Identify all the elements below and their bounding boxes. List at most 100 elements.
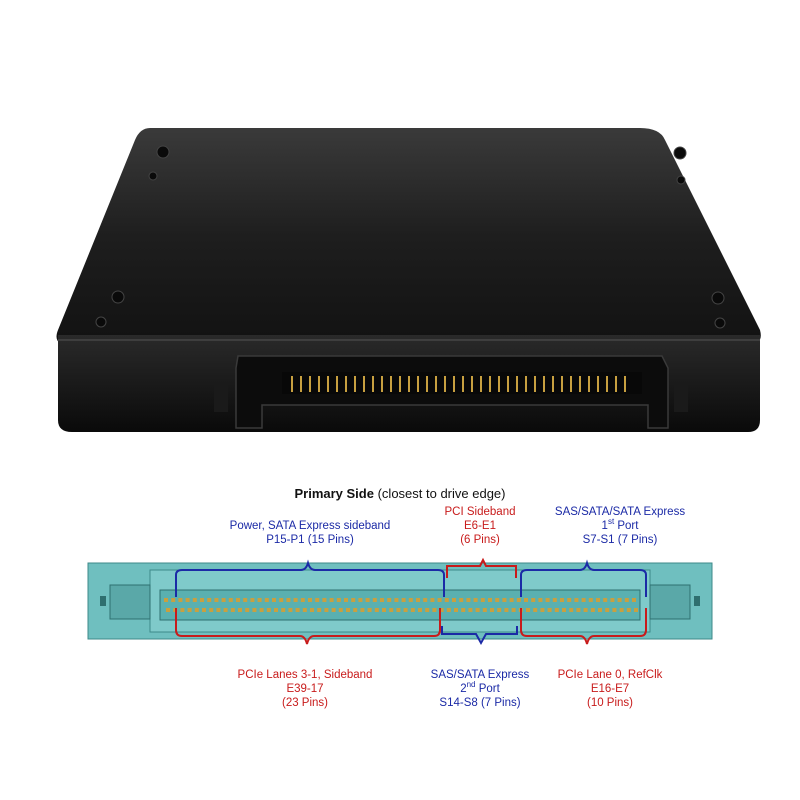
connector-pin-top (437, 598, 442, 602)
label-power: Power, SATA Express sideband P15-P1 (15 … (185, 519, 435, 547)
connector-pin-bottom (338, 608, 343, 612)
connector-pin-bottom (425, 608, 430, 612)
connector-pin-bottom (454, 608, 458, 612)
connector-pin-top (509, 598, 514, 602)
connector-pin-top (358, 598, 363, 602)
connector-pin-top (545, 598, 550, 602)
connector-pin-bottom (209, 608, 214, 612)
connector-pin-top (408, 598, 413, 602)
connector-pin-top (264, 598, 269, 602)
connector-pin-bottom (497, 608, 502, 612)
connector-pin-bottom (216, 608, 221, 612)
connector-pin-bottom (468, 608, 473, 612)
connector-pin-bottom (374, 608, 379, 612)
connector-pin-bottom (403, 608, 408, 612)
connector-pin-bottom (504, 608, 509, 612)
connector-pin-bottom (288, 608, 293, 612)
connector-pin-top (502, 598, 507, 602)
connector-pin-bottom (295, 608, 300, 612)
connector-pin-top (401, 598, 406, 602)
label-sas1-num: 1 (601, 520, 608, 532)
connector-pin-top (322, 598, 327, 602)
connector-pin-bottom (389, 608, 394, 612)
connector-pin-bottom (324, 608, 329, 612)
label-pci-line2: E6-E1 (464, 520, 496, 532)
connector-pin-bottom (259, 608, 264, 612)
connector-pin-bottom (418, 608, 422, 612)
connector-pin-bottom (511, 608, 516, 612)
connector-pin-bottom (252, 608, 257, 612)
connector-pin-top (192, 598, 197, 602)
connector-pin-top (596, 598, 600, 602)
connector-pin-bottom (274, 608, 278, 612)
connector-pin-bottom (547, 608, 552, 612)
connector-pin-top (236, 598, 240, 602)
connector-pin-top (444, 598, 449, 602)
connector-pin-top (416, 598, 420, 602)
connector-pin-bottom (482, 608, 487, 612)
label-power-line2: P15-P1 (15 Pins) (266, 534, 354, 546)
title-rest: (closest to drive edge) (373, 486, 506, 501)
label-sas2-sup: nd (466, 680, 476, 690)
title-bold: Primary Side (294, 486, 374, 501)
label-pcie-lane-0: PCIe Lane 0, RefClk E16-E7 (10 Pins) (520, 668, 700, 710)
connector-pin-bottom (590, 608, 595, 612)
connector-pin-top (257, 598, 262, 602)
label-sas1-rest: Port (614, 520, 639, 532)
connector-pin-bottom (533, 608, 538, 612)
label-pci-line3: (6 Pins) (460, 534, 500, 546)
connector-pin-bottom (317, 608, 322, 612)
connector-pin-bottom (382, 608, 386, 612)
connector-pin-top (430, 598, 435, 602)
connector-pin-top (308, 598, 312, 602)
connector-pin-bottom (281, 608, 286, 612)
connector-pin-top (552, 598, 557, 602)
connector-pin-bottom (331, 608, 336, 612)
connector-pin-bottom (598, 608, 602, 612)
connector-pin-bottom (583, 608, 588, 612)
connector-pin-bottom (187, 608, 192, 612)
connector-pin-bottom (310, 608, 314, 612)
connector-pin-bottom (302, 608, 307, 612)
connector-pin-bottom (576, 608, 581, 612)
drive-photo (56, 128, 761, 432)
label-pcie0-line2: E16-E7 (590, 683, 630, 695)
connector-pin-top (207, 598, 212, 602)
connector-pin-top (293, 598, 298, 602)
connector-pin-bottom (626, 608, 631, 612)
connector-pin-bottom (605, 608, 610, 612)
connector-pin-bottom (634, 608, 638, 612)
label-pcie-lanes-3-1: PCIe Lanes 3-1, Sideband E39-17 (23 Pins… (190, 668, 420, 710)
connector-pin-top (272, 598, 276, 602)
connector-pin-top (632, 598, 636, 602)
connector-pin-top (243, 598, 248, 602)
connector-pin-top (581, 598, 586, 602)
label-pcie0-line3: (10 Pins) (586, 697, 634, 709)
connector-pin-bottom (461, 608, 466, 612)
connector-pin-bottom (432, 608, 437, 612)
connector-pin-bottom (490, 608, 494, 612)
connector-pin-top (178, 598, 183, 602)
connector-pin-top (214, 598, 219, 602)
connector-pin-top (495, 598, 500, 602)
connector-pin-top (279, 598, 284, 602)
label-sas2-rest: Port (475, 683, 500, 695)
label-sas-port1: SAS/SATA/SATA Express 1st Port S7-S1 (7 … (520, 505, 720, 547)
label-pcie31-line2: E39-17 (286, 683, 324, 695)
connector-pin-bottom (202, 608, 206, 612)
connector-pin-top (574, 598, 579, 602)
connector-pin-top (185, 598, 190, 602)
connector-pin-bottom (562, 608, 566, 612)
label-sas1-line1: SAS/SATA/SATA Express (554, 506, 686, 518)
label-sas1-line2: 1st Port (520, 518, 720, 533)
connector-pin-bottom (569, 608, 574, 612)
connector-pin-top (524, 598, 528, 602)
connector-pin-top (221, 598, 226, 602)
connector-pin-bottom (346, 608, 350, 612)
connector-pin-bottom (245, 608, 250, 612)
label-power-line1: Power, SATA Express sideband (229, 520, 391, 532)
connector-pin-top (286, 598, 291, 602)
label-sas-port2: SAS/SATA Express 2nd Port S14-S8 (7 Pins… (390, 668, 570, 710)
connector-pin-top (329, 598, 334, 602)
connector-pin-bottom (230, 608, 235, 612)
